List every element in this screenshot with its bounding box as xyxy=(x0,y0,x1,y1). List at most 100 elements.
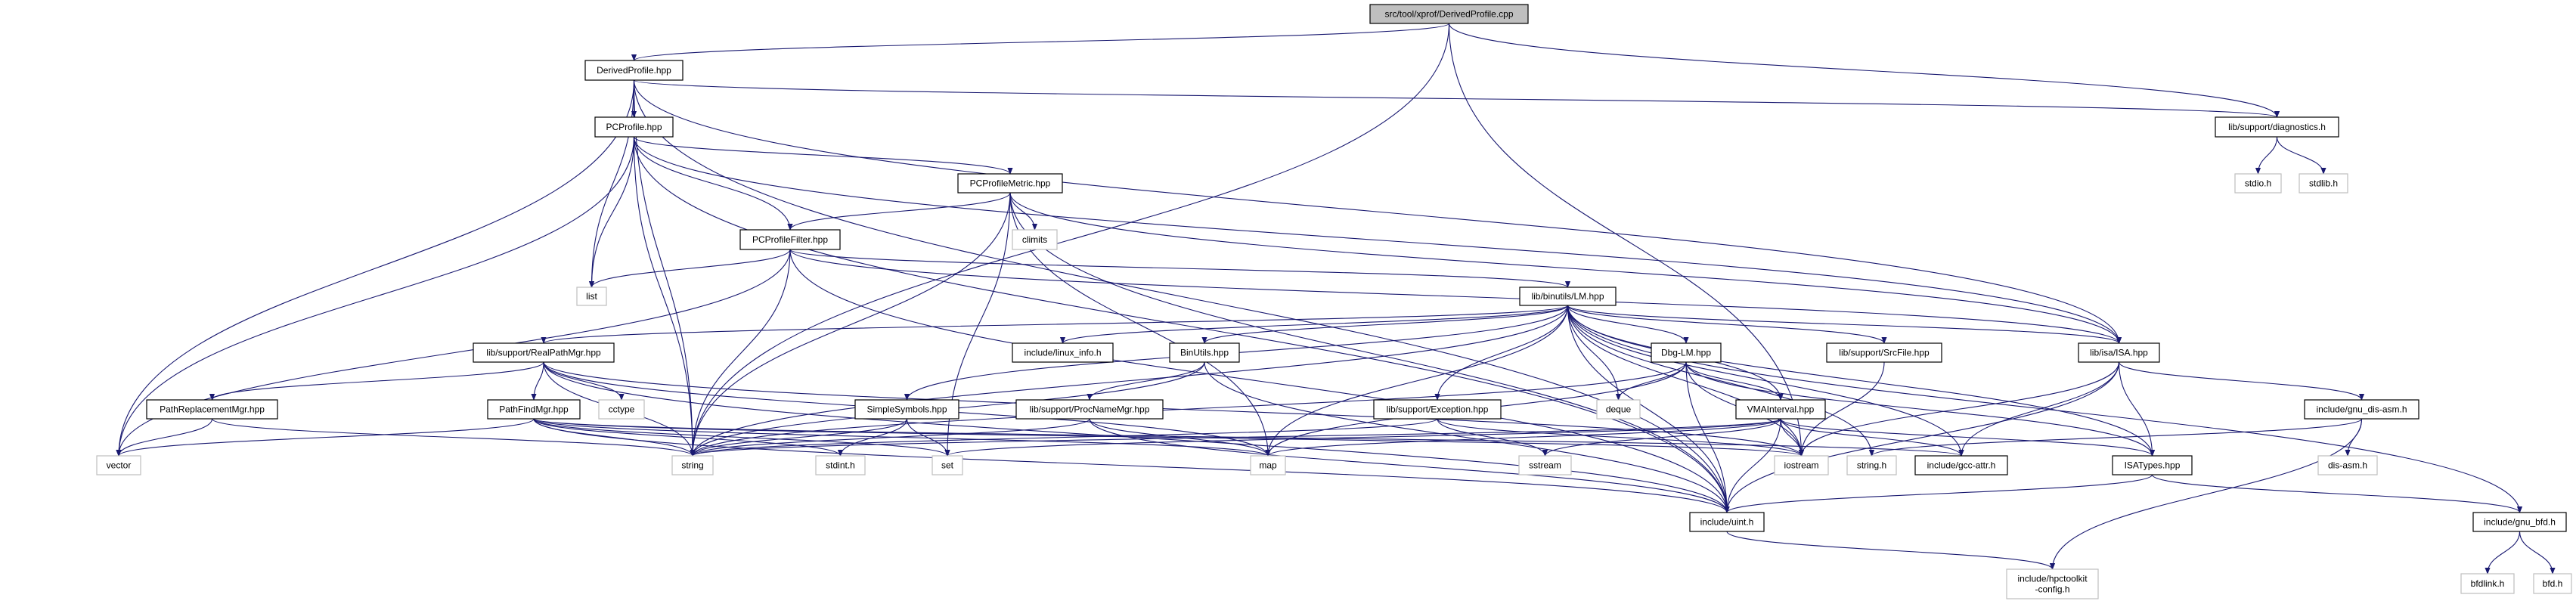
edge-pcf-to-uint xyxy=(789,249,1730,513)
node-label: include/linux_info.h xyxy=(1024,348,1101,358)
node-procname[interactable]: lib/support/ProcNameMgr.hpp xyxy=(1015,399,1164,420)
node-box xyxy=(598,399,645,420)
node-sstream: sstream xyxy=(1518,455,1572,475)
node-label: set xyxy=(941,460,954,471)
edge-pcp-to-vector xyxy=(116,136,635,457)
edge-lm-to-isatypes xyxy=(1567,305,2156,457)
node-box xyxy=(1774,455,1829,475)
node-box xyxy=(576,287,607,306)
node-vma[interactable]: VMAInterval.hpp xyxy=(1735,399,1826,420)
node-gccattr[interactable]: include/gcc-attr.h xyxy=(1914,455,2008,475)
node-label: lib/binutils/LM.hpp xyxy=(1531,291,1604,302)
node-stringh: string.h xyxy=(1846,455,1897,475)
node-linux[interactable]: include/linux_info.h xyxy=(1012,342,1114,363)
node-box xyxy=(1012,229,1058,250)
node-box xyxy=(1826,342,1942,363)
node-deque: deque xyxy=(1596,399,1641,420)
node-gnubfd[interactable]: include/gnu_bfd.h xyxy=(2472,512,2567,532)
edge-pcm-to-string xyxy=(690,192,1011,457)
node-rpm[interactable]: lib/support/RealPathMgr.hpp xyxy=(473,342,615,363)
edge-dph-to-diag xyxy=(633,79,2280,118)
edge-binutils-to-uint xyxy=(1204,361,1730,513)
edge-pcp-to-pcm xyxy=(633,136,1013,175)
node-label: bfd.h xyxy=(2543,578,2563,589)
edge-rpm-to-pfm xyxy=(531,361,544,401)
node-bfd: bfd.h xyxy=(2533,573,2572,594)
node-pfm[interactable]: PathFindMgr.hpp xyxy=(487,399,581,420)
edge-lm-to-map xyxy=(1265,305,1569,457)
edge-pcm-to-uint xyxy=(1009,192,1730,513)
node-dph[interactable]: DerivedProfile.hpp xyxy=(584,60,684,81)
node-box xyxy=(2460,573,2515,594)
edge-srcfile-to-iostream xyxy=(1798,361,1885,457)
node-cpp[interactable]: src/tool/xprof/DerivedProfile.cpp xyxy=(1369,4,1529,24)
node-string: string xyxy=(671,455,714,475)
node-label: Dbg-LM.hpp xyxy=(1661,348,1711,358)
node-lm[interactable]: lib/binutils/LM.hpp xyxy=(1519,287,1617,306)
node-disasmh[interactable]: include/gnu_dis-asm.h xyxy=(2304,399,2419,420)
node-diag[interactable]: lib/support/diagnostics.h xyxy=(2215,116,2339,138)
node-exception[interactable]: lib/support/Exception.hpp xyxy=(1373,399,1502,420)
node-box xyxy=(2299,173,2348,194)
edge-pcp-to-pcf xyxy=(633,136,793,231)
node-simple[interactable]: SimpleSymbols.hpp xyxy=(854,399,959,420)
node-box xyxy=(1373,399,1502,420)
edge-dbglm-to-string xyxy=(690,361,1687,457)
edge-pcm-to-climits xyxy=(1009,192,1038,231)
edge-diag-to-stdio xyxy=(2255,136,2278,175)
edge-dph-to-vector xyxy=(116,79,635,457)
node-label: -config.h xyxy=(2035,584,2069,595)
node-label: lib/support/SrcFile.hpp xyxy=(1839,348,1930,358)
node-label: lib/support/diagnostics.h xyxy=(2228,122,2326,132)
node-box xyxy=(957,173,1063,194)
node-box xyxy=(2006,568,2099,599)
node-prm[interactable]: PathReplacementMgr.hpp xyxy=(146,399,278,420)
node-isatypes[interactable]: ISATypes.hpp xyxy=(2112,455,2193,475)
node-dbglm[interactable]: Dbg-LM.hpp xyxy=(1651,342,1722,363)
edge-pfm-to-vector xyxy=(116,418,535,457)
node-list: list xyxy=(576,287,607,306)
node-pcf[interactable]: PCProfileFilter.hpp xyxy=(739,229,841,250)
node-label: src/tool/xprof/DerivedProfile.cpp xyxy=(1384,9,1513,20)
node-label: include/gnu_dis-asm.h xyxy=(2316,404,2407,415)
node-label: PathFindMgr.hpp xyxy=(499,404,569,415)
node-pcp[interactable]: PCProfile.hpp xyxy=(594,116,674,138)
edge-rpm-to-cctype xyxy=(543,361,625,401)
edge-vma-to-iostream xyxy=(1780,418,1805,457)
node-srcfile[interactable]: lib/support/SrcFile.hpp xyxy=(1826,342,1942,363)
node-label: climits xyxy=(1022,234,1047,245)
edge-dph-to-list xyxy=(588,79,635,288)
edge-rpm-to-uint xyxy=(543,361,1730,513)
node-box xyxy=(2317,455,2378,475)
node-uint[interactable]: include/uint.h xyxy=(1689,512,1765,532)
edge-pfm-to-uint xyxy=(533,418,1730,513)
node-label: stdlib.h xyxy=(2309,178,2338,189)
edge-rpm-to-iostream xyxy=(543,361,1804,457)
edge-vma-to-sstream xyxy=(1542,418,1781,457)
node-box xyxy=(739,229,841,250)
node-isa[interactable]: lib/isa/ISA.hpp xyxy=(2078,342,2160,363)
edge-uint-to-hpcconf xyxy=(1726,531,2055,570)
edge-procname-to-string xyxy=(690,418,1090,457)
node-pcm[interactable]: PCProfileMetric.hpp xyxy=(957,173,1063,194)
edge-lm-to-linux xyxy=(1060,305,1569,344)
edge-dbglm-to-vma xyxy=(1685,361,1784,401)
edge-lm-to-dbglm xyxy=(1567,305,1689,344)
node-cctype: cctype xyxy=(598,399,645,420)
node-map: map xyxy=(1250,455,1286,475)
node-label: PathReplacementMgr.hpp xyxy=(160,404,265,415)
edge-pfm-to-map xyxy=(533,418,1271,457)
edge-lm-to-gccattr xyxy=(1567,305,1964,457)
node-label: bfdlink.h xyxy=(2471,578,2505,589)
edge-isatypes-to-uint xyxy=(1724,474,2153,513)
edge-dbglm-to-isatypes xyxy=(1685,361,2156,457)
edge-lm-to-isa xyxy=(1567,305,2122,344)
node-box xyxy=(1169,342,1240,363)
node-binutils[interactable]: BinUtils.hpp xyxy=(1169,342,1240,363)
node-box xyxy=(1596,399,1641,420)
node-box xyxy=(2112,455,2193,475)
node-label: vector xyxy=(107,460,132,471)
edge-pcf-to-string xyxy=(690,249,791,457)
node-label: include/gnu_bfd.h xyxy=(2484,517,2556,528)
